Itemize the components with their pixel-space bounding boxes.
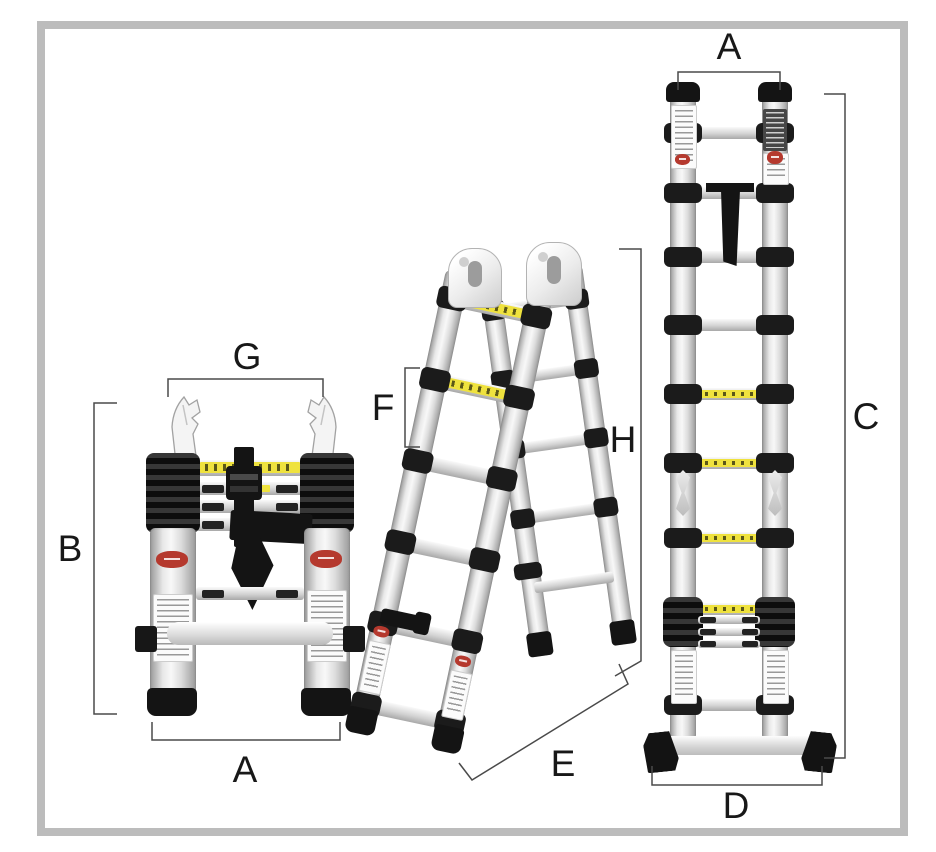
rung-clip xyxy=(202,503,224,511)
strap-buckle xyxy=(226,466,262,500)
joint-hook-icon xyxy=(676,470,690,516)
hinge-hook-icon xyxy=(307,395,337,463)
rung xyxy=(694,127,764,139)
strap xyxy=(721,190,740,266)
telescope-collar xyxy=(146,453,200,533)
top-cap xyxy=(666,82,700,102)
dim-label-e: E xyxy=(550,743,576,784)
dim-line-b xyxy=(93,402,117,715)
collar xyxy=(664,384,702,404)
joint-hook-icon xyxy=(768,470,782,516)
rung-clip xyxy=(202,590,224,598)
dim-label-f: F xyxy=(371,387,395,428)
rung xyxy=(694,603,764,615)
rung xyxy=(694,532,764,544)
rung-clip xyxy=(202,485,224,493)
hinge-icon xyxy=(526,242,582,306)
collar xyxy=(756,247,794,267)
collar xyxy=(756,384,794,404)
rung xyxy=(698,640,760,648)
rung-clip xyxy=(700,617,716,623)
dim-line-g xyxy=(167,378,324,397)
dim-label-d: D xyxy=(722,785,750,826)
hinge-pin xyxy=(459,257,469,267)
dim-label-h: H xyxy=(609,419,637,460)
dim-line-c xyxy=(824,93,846,759)
telescope-collar xyxy=(755,597,795,647)
warning-label xyxy=(700,534,758,542)
dim-label-a-extended: A xyxy=(716,26,742,67)
collar xyxy=(664,247,702,267)
collar xyxy=(664,453,702,473)
rung xyxy=(694,388,764,400)
rung-clip xyxy=(700,629,716,635)
dim-label-c: C xyxy=(852,396,880,437)
dim-line-e xyxy=(458,663,629,781)
rung xyxy=(196,587,304,600)
dim-label-b: B xyxy=(57,528,83,569)
hinge-hook-icon xyxy=(171,395,201,463)
foot xyxy=(301,688,351,716)
rung-clip xyxy=(276,485,298,493)
hinge-slot xyxy=(547,256,561,284)
telescope-collar xyxy=(663,597,703,647)
collar xyxy=(756,528,794,548)
bottom-rung xyxy=(167,622,333,645)
foot xyxy=(147,688,197,716)
warning-sticker-red xyxy=(767,151,783,164)
warning-sticker-red xyxy=(675,154,690,165)
dim-label-a-folded: A xyxy=(232,749,258,790)
top-cap xyxy=(758,82,792,102)
collar xyxy=(664,315,702,335)
border-frame xyxy=(37,21,908,836)
dim-line-h xyxy=(614,248,642,677)
rung xyxy=(694,457,764,469)
hinge-pin xyxy=(538,252,548,262)
stabilizer-bar xyxy=(652,736,828,755)
collar xyxy=(664,183,702,203)
dim-line-a-extended xyxy=(677,71,781,90)
warning-label xyxy=(700,459,758,467)
rung xyxy=(698,616,760,624)
rung-clip xyxy=(742,629,758,635)
dim-label-g: G xyxy=(232,336,262,377)
dim-line-f xyxy=(404,367,420,448)
strap xyxy=(706,183,754,192)
rung-clip xyxy=(742,641,758,647)
rung-clip xyxy=(276,590,298,598)
spec-label-dark xyxy=(763,109,787,151)
warning-sticker-red xyxy=(310,550,342,568)
dim-line-a-folded xyxy=(151,722,341,741)
latch-tab xyxy=(343,626,365,652)
rung xyxy=(698,628,760,636)
warning-label xyxy=(700,605,758,613)
spec-label xyxy=(671,650,697,704)
warning-label xyxy=(700,390,758,398)
rung xyxy=(694,699,764,711)
rung-clip xyxy=(276,503,298,511)
spec-label xyxy=(763,650,789,704)
buckle-slot xyxy=(230,486,258,492)
warning-sticker-red xyxy=(156,551,188,568)
rung xyxy=(694,319,764,331)
dim-line-d xyxy=(651,766,823,786)
collar xyxy=(756,183,794,203)
collar xyxy=(756,453,794,473)
rung-clip xyxy=(742,617,758,623)
collar xyxy=(756,315,794,335)
hinge-icon xyxy=(448,248,502,308)
rung-clip xyxy=(700,641,716,647)
buckle-slot xyxy=(230,474,258,480)
rung-clip xyxy=(202,521,224,529)
latch-tab xyxy=(135,626,157,652)
hinge-slot xyxy=(468,261,482,287)
collar xyxy=(664,528,702,548)
